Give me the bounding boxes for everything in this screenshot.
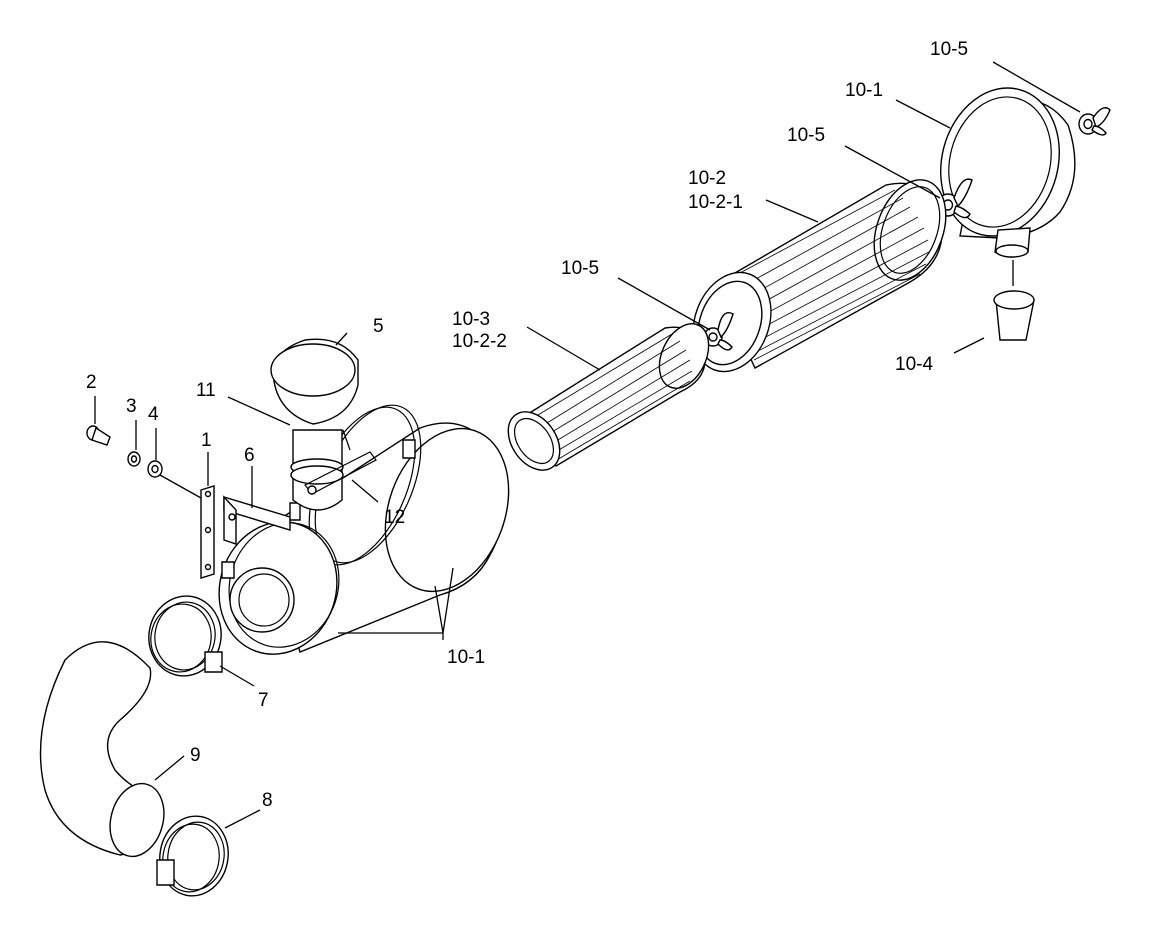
pipe-clamp xyxy=(304,429,377,495)
mounting-strap xyxy=(200,485,215,579)
flat-washer xyxy=(147,460,163,478)
air-cleaner-housing xyxy=(218,404,510,655)
primary-filter-element xyxy=(692,179,947,373)
label-7: 7 xyxy=(258,690,269,711)
part-labels: 10-5 10-1 10-5 10-2 10-2-1 10-5 10-4 10-… xyxy=(86,39,968,811)
hose-clamp-lower xyxy=(156,815,229,897)
label-10-3: 10-3 xyxy=(452,309,490,330)
label-10-5-c: 10-5 xyxy=(561,258,599,279)
end-cover-cap xyxy=(940,87,1076,258)
label-11: 11 xyxy=(196,380,216,401)
label-12: 12 xyxy=(384,507,405,528)
safety-filter-element xyxy=(507,323,710,471)
label-10-1-bottom: 10-1 xyxy=(447,647,485,668)
label-10-4: 10-4 xyxy=(895,354,933,375)
label-4: 4 xyxy=(148,404,159,425)
label-2: 2 xyxy=(86,372,97,393)
dust-valve xyxy=(993,290,1035,341)
pre-cleaner-pipe xyxy=(290,429,344,511)
label-5: 5 xyxy=(373,316,384,337)
label-10-5-top: 10-5 xyxy=(930,39,968,60)
label-3: 3 xyxy=(126,396,137,417)
pre-cleaner-cap xyxy=(270,338,359,425)
bolt xyxy=(86,425,111,446)
intake-hose xyxy=(39,641,165,858)
label-10-1-top: 10-1 xyxy=(845,80,883,101)
label-10-5-b: 10-5 xyxy=(787,125,825,146)
label-10-2: 10-2 xyxy=(688,168,726,189)
wing-nut-top xyxy=(1078,107,1111,136)
label-6: 6 xyxy=(244,445,255,466)
label-9: 9 xyxy=(190,745,201,766)
label-1: 1 xyxy=(201,430,212,451)
hose-clamp-upper xyxy=(148,595,223,677)
label-10-2-1: 10-2-1 xyxy=(688,192,743,213)
leader-lines xyxy=(94,61,1081,829)
label-10-2-2: 10-2-2 xyxy=(452,331,507,352)
label-8: 8 xyxy=(262,790,273,811)
lock-washer xyxy=(127,451,141,467)
